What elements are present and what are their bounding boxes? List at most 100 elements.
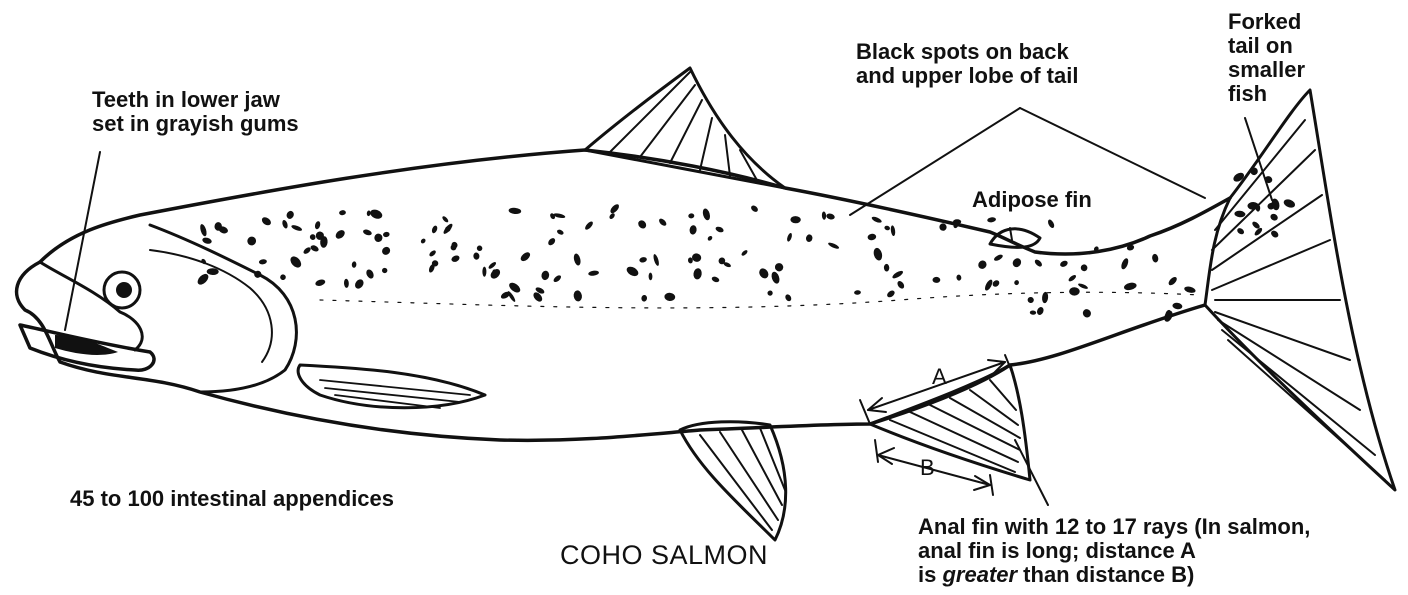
black-spot xyxy=(886,289,896,299)
black-spot xyxy=(625,265,640,278)
black-spot xyxy=(987,217,996,223)
black-spot xyxy=(353,278,365,291)
black-spot xyxy=(310,244,320,253)
black-spot xyxy=(362,228,372,236)
black-spot xyxy=(291,224,303,232)
black-spot xyxy=(279,274,286,281)
black-spot xyxy=(588,270,599,276)
black-spot xyxy=(790,216,801,224)
black-spot xyxy=(374,233,384,243)
black-spot xyxy=(871,215,883,223)
dim-a-label: A xyxy=(932,364,947,389)
black-spot xyxy=(381,267,387,273)
black-spot xyxy=(1027,297,1034,304)
black-spot xyxy=(489,267,502,280)
black-spot xyxy=(977,259,989,271)
black-spot xyxy=(608,212,615,220)
black-spot xyxy=(867,233,877,241)
label-anal-fin: Anal fin with 12 to 17 rays (In salmon, … xyxy=(918,515,1310,587)
black-spot xyxy=(344,279,349,288)
black-spot xyxy=(1011,257,1023,269)
label-anal-fin-line-2: anal fin is long; distance A xyxy=(918,539,1310,563)
black-spot xyxy=(482,267,486,277)
black-spot xyxy=(202,237,213,245)
black-spot xyxy=(932,277,940,283)
black-spot xyxy=(476,244,484,252)
eye-pupil xyxy=(116,282,132,298)
black-spot xyxy=(891,269,904,279)
black-spot xyxy=(1069,287,1080,296)
black-spot xyxy=(826,213,836,221)
black-spot xyxy=(1234,210,1246,217)
leader-spots-tail xyxy=(1020,108,1205,198)
black-spot xyxy=(508,207,521,214)
black-spot xyxy=(983,279,993,292)
label-black-spots-line-2: and upper lobe of tail xyxy=(856,64,1078,88)
black-spot xyxy=(369,208,384,221)
black-spot xyxy=(259,259,268,265)
black-spot xyxy=(805,234,813,243)
black-spot xyxy=(1120,257,1130,270)
label-anal-fin-line-1: Anal fin with 12 to 17 rays (In salmon, xyxy=(918,515,1310,539)
black-spot xyxy=(199,223,208,237)
black-spot xyxy=(688,213,695,219)
black-spot xyxy=(637,219,648,230)
black-spot xyxy=(1269,212,1279,221)
label-anal-fin-suffix: than distance B) xyxy=(1017,562,1194,587)
black-spot xyxy=(573,253,582,266)
dorsal-fin xyxy=(585,68,785,188)
black-spot xyxy=(649,273,653,281)
black-spot xyxy=(1059,259,1069,268)
dim-b-label: B xyxy=(920,455,935,480)
label-forked-tail-line-2: tail on xyxy=(1228,34,1305,58)
black-spot xyxy=(285,210,295,220)
black-spot xyxy=(896,280,905,290)
black-spot xyxy=(1080,264,1088,273)
caudal-fin xyxy=(1205,90,1395,490)
black-spot xyxy=(352,261,357,268)
black-spot xyxy=(664,292,676,301)
black-spot xyxy=(784,293,792,302)
gill-cover xyxy=(150,225,296,392)
black-spot xyxy=(473,252,480,260)
black-spot xyxy=(552,274,562,283)
black-spot xyxy=(281,219,288,229)
black-spot xyxy=(884,225,891,231)
black-spot xyxy=(314,221,321,230)
black-spot xyxy=(420,238,427,245)
black-spot xyxy=(1034,258,1044,268)
black-spot xyxy=(693,268,703,280)
black-spot xyxy=(380,245,391,256)
label-adipose-fin: Adipose fin xyxy=(972,188,1092,212)
black-spot xyxy=(884,264,890,272)
black-spots xyxy=(196,167,1297,323)
black-spot xyxy=(541,270,550,281)
black-spot xyxy=(890,225,896,236)
black-spot xyxy=(991,279,1000,288)
black-spot xyxy=(450,254,460,263)
leader-lines xyxy=(65,108,1272,505)
black-spot xyxy=(1167,276,1178,287)
label-teeth-line-2: set in grayish gums xyxy=(92,112,299,136)
label-teeth-line-1: Teeth in lower jaw xyxy=(92,88,299,112)
black-spot xyxy=(872,247,883,261)
black-spot xyxy=(288,254,303,269)
black-spot xyxy=(339,210,346,216)
label-anal-fin-prefix: is xyxy=(918,562,942,587)
black-spot xyxy=(1151,253,1159,263)
fish-belly-outline xyxy=(17,262,1205,440)
leader-anal-fin xyxy=(1015,440,1048,505)
gill-cover-inner xyxy=(150,250,272,362)
black-spot xyxy=(652,254,660,267)
lateral-line xyxy=(320,292,1200,308)
black-spot xyxy=(519,251,532,263)
black-spot xyxy=(689,225,697,235)
black-spot xyxy=(487,261,497,270)
black-spot xyxy=(1030,310,1037,315)
black-spot xyxy=(1047,219,1056,229)
black-spot xyxy=(750,204,759,213)
black-spot xyxy=(365,268,375,280)
black-spot xyxy=(711,276,720,284)
black-spot xyxy=(1236,227,1245,236)
black-spot xyxy=(442,222,454,235)
